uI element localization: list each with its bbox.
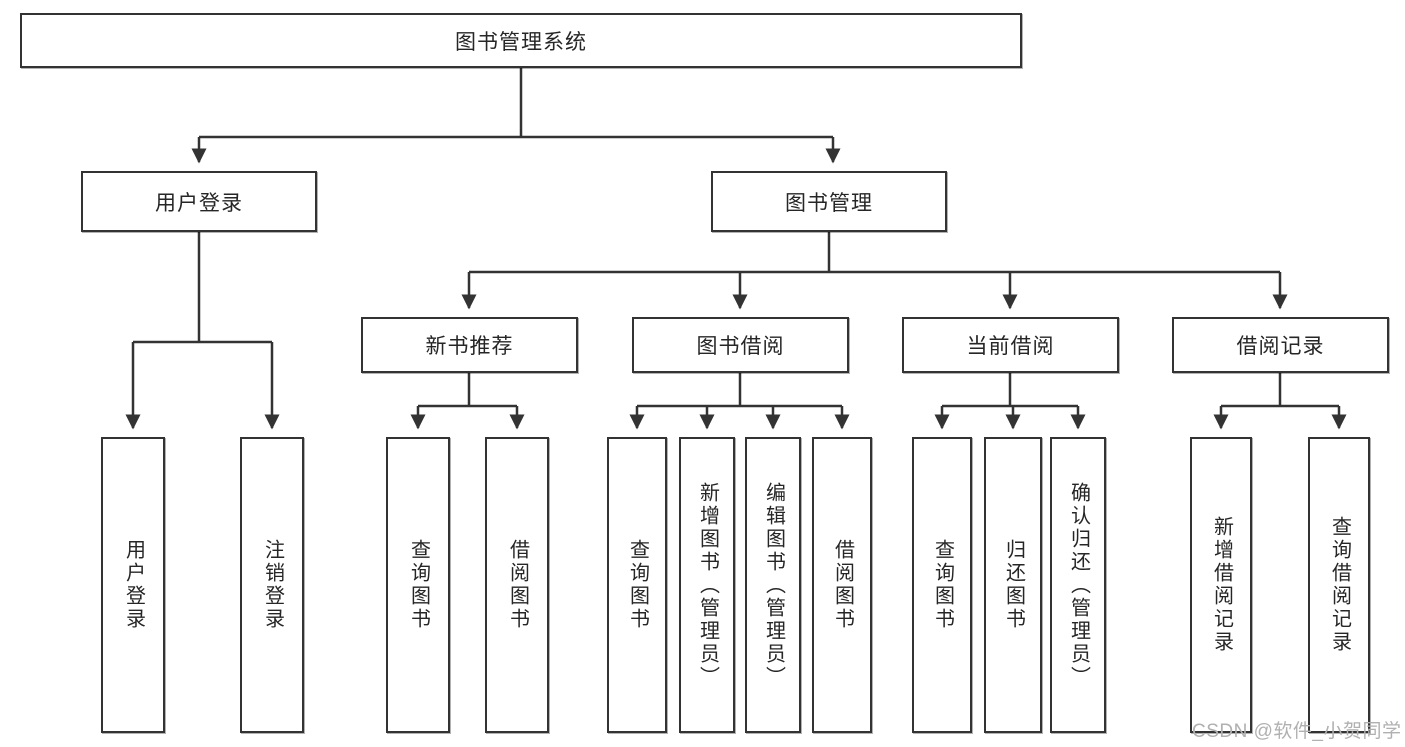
node-leaf-add-borrow-record[interactable]: 新增借阅记录 [1190, 437, 1252, 733]
node-leaf-return-book-label: 归还图书 [1002, 539, 1025, 631]
node-leaf-logout-login[interactable]: 注销登录 [240, 437, 304, 733]
node-leaf-query-borrow-record[interactable]: 查询借阅记录 [1308, 437, 1370, 733]
node-leaf-query-book-1[interactable]: 查询图书 [386, 437, 450, 733]
node-leaf-query-book-1-label: 查询图书 [407, 539, 430, 631]
node-leaf-confirm-return[interactable]: 确认归还（管理员） [1050, 437, 1106, 733]
node-leaf-user-login-label: 用户登录 [122, 539, 145, 631]
node-current-borrow[interactable]: 当前借阅 [902, 317, 1119, 373]
csdn-watermark: CSDN @软件_小贺同学 [1192, 721, 1402, 742]
node-leaf-query-book-2-label: 查询图书 [626, 539, 649, 631]
node-book-manage[interactable]: 图书管理 [711, 171, 947, 232]
node-leaf-add-book-label: 新增图书（管理员） [696, 481, 719, 689]
node-leaf-borrow-book-2[interactable]: 借阅图书 [812, 437, 872, 733]
node-book-manage-label: 图书管理 [785, 191, 873, 215]
node-leaf-query-book-3[interactable]: 查询图书 [912, 437, 972, 733]
node-leaf-query-borrow-record-label: 查询借阅记录 [1328, 516, 1351, 654]
node-user-login-label: 用户登录 [155, 191, 243, 215]
node-leaf-borrow-book-1[interactable]: 借阅图书 [485, 437, 549, 733]
node-leaf-borrow-book-2-label: 借阅图书 [831, 539, 854, 631]
node-leaf-edit-book-label: 编辑图书（管理员） [762, 481, 785, 689]
node-borrow-record-label: 借阅记录 [1236, 335, 1325, 358]
node-leaf-confirm-return-label: 确认归还（管理员） [1067, 481, 1090, 689]
node-book-borrow[interactable]: 图书借阅 [632, 317, 849, 373]
node-leaf-logout-login-label: 注销登录 [261, 539, 284, 631]
node-leaf-user-login[interactable]: 用户登录 [101, 437, 165, 733]
node-root[interactable]: 图书管理系统 [20, 13, 1022, 68]
node-book-borrow-label: 图书借阅 [696, 335, 785, 358]
node-leaf-add-book[interactable]: 新增图书（管理员） [679, 437, 735, 733]
node-user-login[interactable]: 用户登录 [81, 171, 317, 232]
node-leaf-query-book-2[interactable]: 查询图书 [607, 437, 667, 733]
node-leaf-return-book[interactable]: 归还图书 [984, 437, 1042, 733]
node-new-book-recommend[interactable]: 新书推荐 [361, 317, 578, 373]
node-new-book-recommend-label: 新书推荐 [425, 335, 514, 358]
node-current-borrow-label: 当前借阅 [966, 335, 1055, 358]
node-leaf-borrow-book-1-label: 借阅图书 [506, 539, 529, 631]
node-root-label: 图书管理系统 [455, 30, 587, 54]
node-leaf-edit-book[interactable]: 编辑图书（管理员） [745, 437, 801, 733]
node-leaf-query-book-3-label: 查询图书 [931, 539, 954, 631]
node-leaf-add-borrow-record-label: 新增借阅记录 [1210, 516, 1233, 654]
node-borrow-record[interactable]: 借阅记录 [1172, 317, 1389, 373]
